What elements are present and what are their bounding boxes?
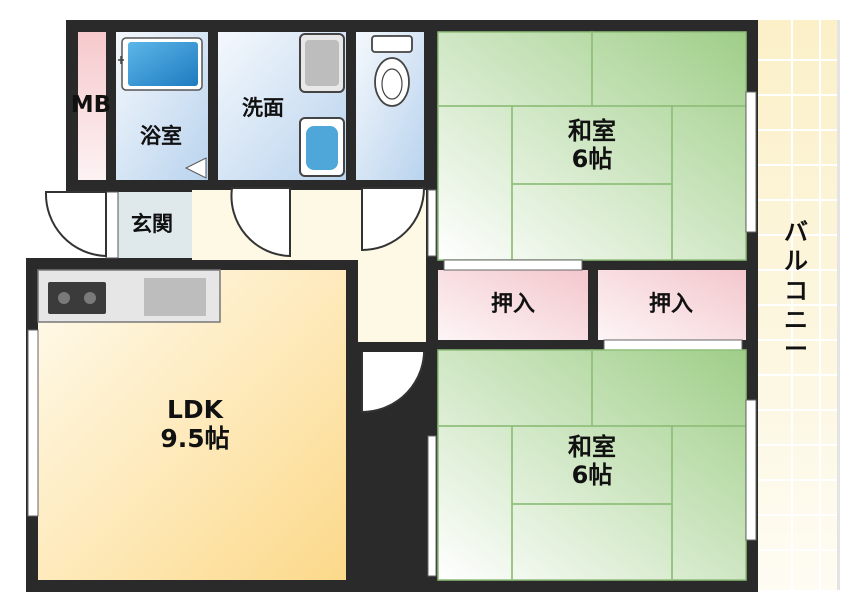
- burner-icon: [58, 292, 70, 304]
- toilet-seat: [381, 68, 403, 100]
- room-label-washroom: 洗面: [242, 96, 284, 120]
- entrance-door-icon: [44, 191, 107, 258]
- balcony-char: バ: [784, 218, 808, 246]
- window: [27, 329, 39, 517]
- toilet-door-icon: [361, 187, 426, 252]
- window: [745, 399, 757, 541]
- room-label-entrance: 玄関: [131, 212, 173, 236]
- bath-door-icon: [184, 157, 207, 179]
- room-label-closet-left: 押入: [490, 292, 535, 317]
- room-label-closet-right: 押入: [648, 292, 693, 317]
- window: [745, 91, 757, 233]
- room-label-balcony: バ ル コ ニ ー: [776, 218, 816, 364]
- mb-area: [78, 32, 106, 180]
- toilet-tank: [371, 35, 413, 53]
- ldk-wall-segment: [346, 342, 426, 352]
- washroom-door-icon: [230, 187, 291, 258]
- closet-sliding-door: [603, 339, 743, 351]
- room-label-bath: 浴室: [140, 124, 182, 148]
- kitchen-sink: [144, 278, 206, 316]
- entrance-frame: [105, 191, 119, 259]
- room-label-ldk: LDK 9.5帖: [160, 395, 230, 453]
- closet-right: [598, 270, 746, 340]
- balcony-char: ル: [784, 247, 808, 276]
- room-label-washitsu-lower: 和室 6帖: [568, 433, 616, 489]
- burner-icon: [84, 292, 96, 304]
- sink-basin: [306, 126, 338, 170]
- balcony: [756, 20, 840, 590]
- bathtub-water: [128, 42, 198, 86]
- washitsu-door: [427, 435, 437, 577]
- stove-top: [48, 282, 106, 314]
- washitsu-lower: [437, 349, 747, 581]
- toilet-bowl: [374, 57, 410, 107]
- washitsu-upper: [437, 31, 747, 261]
- room-label-washitsu-upper: 和室 6帖: [568, 117, 616, 173]
- balcony-char: コ: [784, 276, 808, 305]
- ldk-door-icon: [361, 345, 426, 414]
- balcony-char: ニ: [784, 305, 808, 334]
- washing-machine-drum: [305, 40, 339, 86]
- closet-sliding-door: [443, 259, 583, 271]
- entrance-floor: [118, 192, 192, 258]
- faucet-icon: [118, 56, 124, 64]
- washitsu-door: [427, 189, 437, 257]
- closet-left: [438, 270, 588, 340]
- room-label-mb: MB: [70, 92, 112, 118]
- balcony-char: ー: [784, 335, 808, 364]
